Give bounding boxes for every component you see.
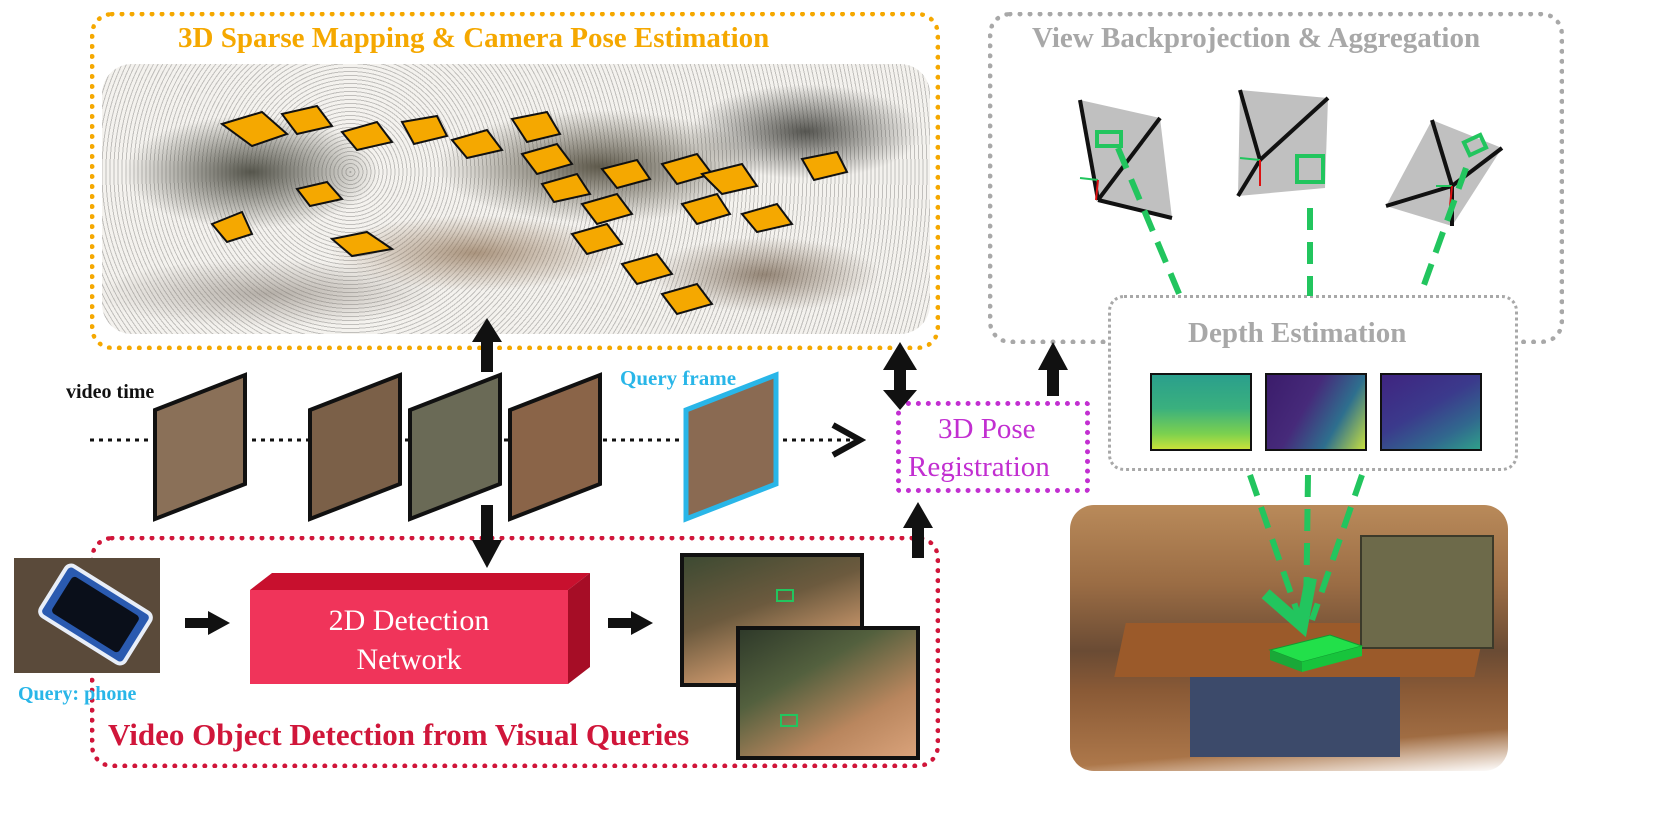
- registration-frame: [896, 401, 1090, 493]
- backprojection-title: View Backprojection & Aggregation: [1032, 22, 1481, 54]
- registration-line-1: 3D Pose: [938, 413, 1036, 445]
- storage-drawers: [1360, 535, 1494, 649]
- query-video-frame: [683, 371, 779, 523]
- detection-network-line-1: 2D Detection: [328, 604, 490, 637]
- camera-frustum-1: [1078, 99, 1173, 220]
- detection-box: [780, 714, 798, 727]
- query-frame-label: Query frame: [620, 366, 737, 390]
- camera-frustum-3: [1385, 119, 1504, 226]
- camera-frustum-2: [1236, 89, 1330, 198]
- bench-legs: [1190, 677, 1400, 757]
- detection-network-line-2: Network: [356, 643, 462, 676]
- detection-network-block: [250, 590, 568, 684]
- detection-result-frame-2: [736, 626, 920, 760]
- detection-title: Video Object Detection from Visual Queri…: [108, 717, 690, 752]
- mapping-title: 3D Sparse Mapping & Camera Pose Estimati…: [178, 22, 770, 54]
- projection-rays: [1115, 146, 1469, 620]
- flow-arrows: [185, 318, 1068, 635]
- localized-3d-object: [1268, 634, 1364, 672]
- camera-frustums: [210, 104, 849, 316]
- workshop-reconstruction: [1070, 505, 1508, 771]
- video-frame-1: [153, 372, 247, 522]
- video-frame-2: [308, 372, 402, 522]
- registration-line-2: Registration: [908, 451, 1050, 483]
- depth-map-1: [1150, 373, 1252, 451]
- depth-map-2: [1265, 373, 1367, 451]
- video-frames: [153, 371, 779, 523]
- query-phone-label: Query: phone: [18, 683, 137, 705]
- video-time-label: video time: [66, 381, 155, 403]
- depth-title: Depth Estimation: [1188, 317, 1407, 349]
- depth-map-3: [1380, 373, 1482, 451]
- video-frame-3: [408, 372, 502, 522]
- video-frame-4: [508, 372, 602, 522]
- mapping-frame: [90, 12, 940, 350]
- detection-box: [776, 589, 794, 602]
- sparse-point-cloud: [102, 64, 930, 334]
- query-phone-image: [14, 558, 160, 673]
- detection-network-top-face: [250, 573, 590, 590]
- detection-network-side-face: [568, 573, 590, 684]
